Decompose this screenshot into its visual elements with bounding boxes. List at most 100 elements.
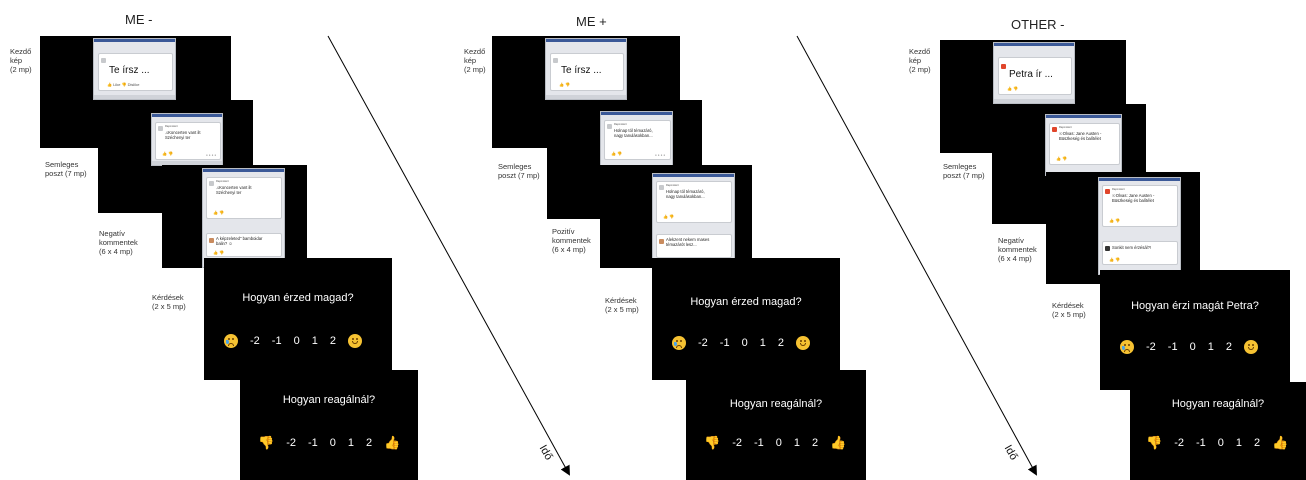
fb-screen: Te írsz ... 👍 Like 👎 Dislike	[93, 38, 176, 100]
label-start-image: Kezdő kép (2 mp)	[10, 47, 32, 74]
scale-item: -1	[1195, 436, 1206, 449]
scale-item: -2	[250, 335, 260, 347]
post-author: Rapmotiert	[165, 125, 178, 128]
label-questions: Kérdések (2 x 5 mp)	[605, 296, 639, 314]
reactions: 👍 👎	[213, 210, 225, 215]
scale-item: -2	[698, 337, 708, 349]
scale-item: 0	[329, 436, 336, 449]
scale-item: 2	[366, 436, 373, 449]
post-card: Rapmotiert ☉Olvas: Jane Austen - Büszkes…	[1102, 185, 1178, 227]
label-comments: Pozitív kommentek (6 x 4 mp)	[552, 227, 591, 254]
avatar	[659, 185, 664, 190]
post-card: Rapmotiert ♫Koncerten vant ilt Széchenyi…	[155, 122, 221, 160]
feel-scale: -2 -1 0 1 2	[672, 336, 810, 350]
slide-question-feel: Hogyan érzi magát Petra? -2 -1 0 1 2	[1100, 270, 1290, 390]
slide-comments: Rapmotiert ♫Koncerten vant ilt Széchenyi…	[162, 165, 307, 268]
scale-item: 0	[1217, 436, 1224, 449]
react-scale: 👎 -2 -1 0 1 2 👍	[258, 436, 400, 449]
smiling-face-icon	[1243, 340, 1258, 354]
avatar	[607, 124, 612, 129]
scale-item: 1	[311, 335, 318, 347]
scale-item: 2	[777, 337, 784, 349]
label-start-image: Kezdő kép (2 mp)	[909, 47, 931, 74]
slide-question-feel: Hogyan érzed magad? -2 -1 0 1 2	[204, 258, 392, 380]
post-card: Te írsz ... 👍 👎	[550, 53, 624, 91]
react-scale: 👎 -2 -1 0 1 2 👍	[1146, 436, 1288, 449]
panel-title: ME +	[576, 14, 607, 29]
post-card: Rapmotiert Holnap tól témazáró, nagy tan…	[604, 120, 671, 160]
smiling-face-icon	[347, 334, 362, 348]
post-card: Rapmotiert ♫Koncerten vant ilt Széchenyi…	[206, 177, 282, 219]
time-arrow-2	[796, 35, 1037, 476]
reactions: 👍 👎	[1007, 86, 1019, 91]
scale-item: -1	[753, 436, 764, 449]
reactions: 👍 👎	[213, 250, 225, 255]
smiling-face-icon	[795, 336, 810, 350]
post-author: Rapmotiert	[1112, 188, 1125, 191]
post-card: Petra ír ... 👍 👎	[998, 57, 1072, 95]
fb-screen: Rapmotiert ♫Koncerten vant ilt Széchenyi…	[202, 168, 285, 268]
scale-item: -2	[1146, 341, 1156, 353]
question-react: Hogyan reagálnál?	[282, 394, 376, 406]
panel-title: ME -	[125, 12, 153, 27]
comment-text: A képzeleted" bamboidar balin? ☺	[216, 236, 263, 246]
fb-screen: Rapmotiert ☉Olvas: Jane Austen - Büszkes…	[1045, 114, 1122, 176]
scale-item: 1	[793, 436, 800, 449]
post-author: Rapmotiert	[216, 180, 229, 183]
post-card: Te írsz ... 👍 Like 👎 Dislike	[98, 53, 173, 91]
label-comments: Negatív kommentek (6 x 4 mp)	[99, 229, 138, 256]
scale-item: -1	[271, 335, 282, 347]
scale-item: 2	[812, 436, 819, 449]
avatar	[1105, 246, 1110, 251]
slide-question-react: Hogyan reagálnál? 👎 -2 -1 0 1 2 👍	[240, 370, 418, 480]
slide-comments: Rapmotiert Holnap tól témazáró, nagy tan…	[600, 165, 752, 268]
post-author: Rapmotiert	[614, 123, 627, 126]
scale-item: 2	[1225, 341, 1232, 353]
fb-screen: Petra ír ... 👍 👎	[993, 42, 1075, 104]
time-arrow-1	[327, 35, 570, 476]
react-scale: 👎 -2 -1 0 1 2 👍	[704, 436, 846, 449]
label-comments: Negatív kommentek (6 x 4 mp)	[998, 236, 1037, 263]
avatar	[158, 126, 163, 131]
reactions: 👍 Like 👎 Dislike	[107, 82, 140, 87]
reactions: 👍 👎	[611, 151, 623, 156]
fb-screen: Rapmotiert Holnap tól témazáró, nagy tan…	[600, 111, 673, 169]
crying-face-icon	[1120, 340, 1134, 354]
post-text: Holnap tól témazáró, nagy tanulásokban..…	[666, 189, 705, 199]
thumbs-down-icon: 👎	[1146, 435, 1163, 450]
post-card: Rapmotiert ☉Olvas: Jane Austen - Büszkes…	[1049, 123, 1120, 165]
avatar	[1052, 127, 1057, 132]
post-text: Holnap tól témazáró, nagy tanulásokban..…	[614, 128, 653, 138]
thumbs-down-icon: 👎	[258, 435, 275, 450]
fb-screen: Rapmotiert ♫Koncerten vant ilt Széchenyi…	[151, 113, 223, 166]
question-react: Hogyan reagálnál?	[1171, 398, 1265, 410]
avatar	[1105, 189, 1110, 194]
question-feel: Hogyan érzed magad?	[242, 292, 354, 304]
crying-face-icon	[672, 336, 686, 350]
scale-item: 0	[1189, 341, 1196, 353]
scale-item: 1	[759, 337, 766, 349]
scale-item: 1	[1235, 436, 1242, 449]
label-neutral-post: Semleges poszt (7 mp)	[943, 162, 985, 180]
comment-text: Alekzent nekem mases témazárót lesz...	[666, 237, 710, 247]
comment-card: A képzeleted" bamboidar balin? ☺ 👍 👎	[206, 233, 282, 257]
reactions: 👍 👎	[559, 82, 571, 87]
start-prompt: Te írsz ...	[109, 65, 150, 76]
post-text: ☉Olvas: Jane Austen - Büszkeség és balít…	[1112, 193, 1155, 203]
label-neutral-post: Semleges poszt (7 mp)	[498, 162, 540, 180]
scale-item: -2	[732, 436, 742, 449]
start-prompt: Te írsz ...	[561, 65, 602, 76]
crying-face-icon	[224, 334, 238, 348]
scale-item: 0	[293, 335, 300, 347]
avatar	[209, 238, 214, 243]
thumbs-up-icon: 👍	[830, 435, 847, 450]
feel-scale: -2 -1 0 1 2	[1120, 340, 1258, 354]
post-card: Rapmotiert Holnap tól témazáró, nagy tan…	[656, 181, 732, 223]
question-feel: Hogyan érzed magad?	[690, 296, 802, 308]
comment-card: Alekzent nekem mases témazárót lesz...	[656, 234, 732, 258]
avatar	[659, 239, 664, 244]
slide-question-react: Hogyan reagálnál? 👎 -2 -1 0 1 2 👍	[686, 370, 866, 480]
start-prompt: Petra ír ...	[1009, 69, 1053, 80]
fb-screen: Rapmotiert Holnap tól témazáró, nagy tan…	[652, 173, 735, 268]
